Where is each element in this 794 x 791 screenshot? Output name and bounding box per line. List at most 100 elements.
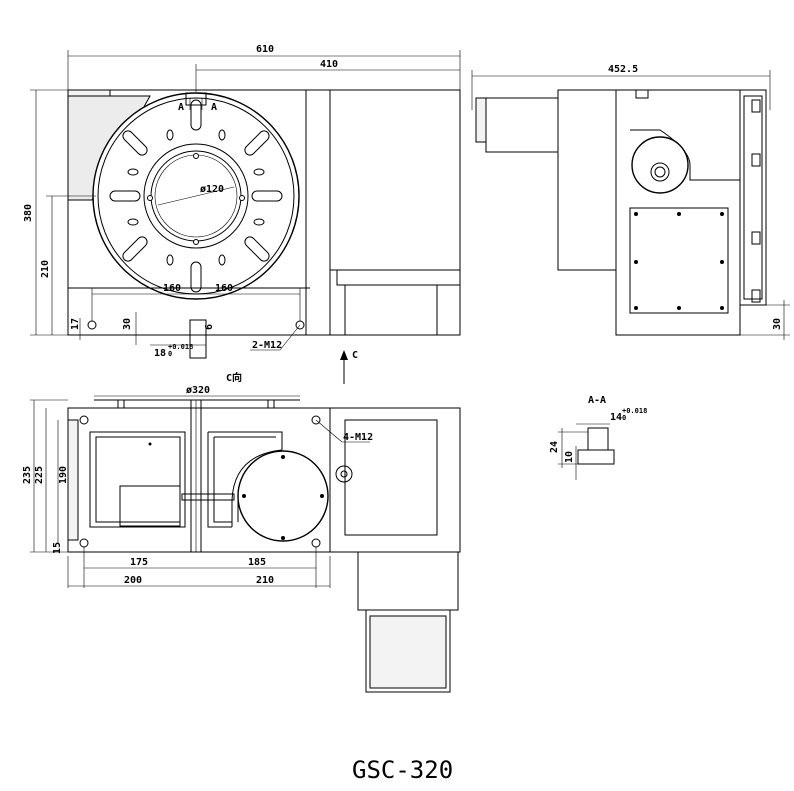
side-cover-plate bbox=[629, 207, 729, 314]
worm-shaft-inner bbox=[654, 166, 666, 178]
dim-6: 6 bbox=[204, 324, 215, 330]
dim-410: 410 bbox=[320, 59, 338, 70]
screw bbox=[677, 306, 681, 310]
dim-320: ø320 bbox=[186, 385, 210, 396]
dim-18: 18 bbox=[154, 348, 166, 359]
table-tab bbox=[117, 399, 125, 409]
hole bbox=[218, 254, 226, 266]
leader-4m12 bbox=[315, 419, 343, 443]
front-view: ø120 bbox=[23, 44, 461, 359]
dim-18-tol-zero: 0 bbox=[168, 350, 172, 358]
dim-10: 10 bbox=[564, 451, 575, 463]
section-aa: A-A 14 +0.018 0 24 10 bbox=[549, 395, 647, 480]
inner-frame-right bbox=[207, 431, 283, 528]
section-aa-key: 14 bbox=[610, 412, 622, 423]
dim-210: 210 bbox=[256, 575, 274, 586]
mount-hole bbox=[311, 538, 321, 548]
t-slot-left bbox=[109, 190, 141, 202]
hole bbox=[147, 195, 153, 201]
dim-190: 190 bbox=[58, 466, 69, 484]
mount-hole bbox=[79, 415, 89, 425]
view-c: C向 ø320 bbox=[22, 371, 461, 693]
worm-gear bbox=[631, 136, 689, 194]
dim-610: 610 bbox=[256, 44, 274, 55]
arrow-c-label: C bbox=[352, 350, 358, 361]
screw bbox=[320, 494, 324, 498]
arrow-head bbox=[340, 350, 348, 360]
small-boss-inner bbox=[340, 470, 348, 478]
small-boss bbox=[335, 465, 353, 483]
bottom-key bbox=[189, 319, 207, 359]
bore-dia-label: ø120 bbox=[200, 184, 224, 195]
hole bbox=[218, 129, 226, 141]
front-top-lip bbox=[67, 89, 111, 97]
screw bbox=[720, 306, 724, 310]
side-top-knob bbox=[635, 89, 649, 99]
inner-pocket bbox=[119, 485, 181, 527]
faceplate-tab bbox=[751, 231, 761, 245]
hole bbox=[193, 153, 199, 159]
t-slot-right bbox=[251, 190, 283, 202]
section-mark-a-right: A bbox=[211, 102, 217, 113]
inner-frame-left bbox=[89, 431, 186, 528]
hole bbox=[253, 218, 265, 226]
screw bbox=[720, 212, 724, 216]
screw bbox=[281, 536, 285, 540]
side-faceplate bbox=[739, 89, 767, 306]
inner-frame-curve bbox=[231, 449, 283, 527]
side-faceplate-inner bbox=[743, 95, 763, 300]
bore-diameter-line bbox=[157, 186, 235, 206]
table-tab bbox=[267, 399, 275, 409]
t-slot-bottom-right bbox=[244, 236, 270, 262]
model-title: GSC-320 bbox=[352, 756, 453, 784]
view-c-cover-circle bbox=[237, 450, 329, 542]
screw bbox=[148, 442, 152, 446]
thread-2m12: 2-M12 bbox=[252, 340, 282, 351]
top-key bbox=[185, 92, 207, 106]
section-aa-key-tol: +0.018 bbox=[622, 407, 647, 415]
dim-18-tol: +0.018 bbox=[168, 343, 193, 351]
view-c-arrow: C bbox=[340, 350, 358, 384]
dim-24: 24 bbox=[549, 441, 560, 453]
t-slot-bottom bbox=[190, 261, 202, 293]
screw bbox=[720, 260, 724, 264]
inner-bar bbox=[181, 493, 235, 501]
motor-cap bbox=[475, 97, 487, 143]
worm-shaft bbox=[650, 162, 670, 182]
inner-frame-left-inner bbox=[95, 436, 181, 523]
dim-210: 210 bbox=[40, 260, 51, 278]
side-housing-left bbox=[557, 89, 617, 271]
side-view: 452.5 30 bbox=[471, 64, 790, 340]
view-c-label: C向 bbox=[226, 371, 242, 384]
hole bbox=[239, 195, 245, 201]
section-mark-a-left: A bbox=[178, 102, 184, 113]
inner-frame-right-inner bbox=[213, 436, 276, 523]
screw bbox=[281, 455, 285, 459]
t-slots bbox=[109, 99, 283, 293]
dim-235: 235 bbox=[22, 466, 33, 484]
screw bbox=[677, 212, 681, 216]
faceplate-tab bbox=[751, 289, 761, 303]
motor-body bbox=[485, 97, 559, 153]
dim-160-right: 160 bbox=[215, 283, 233, 294]
hole bbox=[166, 129, 174, 141]
section-aa-key-tol-zero: 0 bbox=[622, 414, 626, 422]
t-slot-bottom-left bbox=[122, 236, 148, 262]
dim-30: 30 bbox=[122, 318, 133, 330]
view-c-left-shade bbox=[67, 419, 79, 541]
dim-185: 185 bbox=[248, 557, 266, 568]
mount-hole bbox=[79, 538, 89, 548]
section-aa-label: A-A bbox=[588, 395, 606, 406]
mount-hole-left bbox=[87, 320, 97, 330]
screw bbox=[634, 306, 638, 310]
dim-30-side: 30 bbox=[772, 318, 783, 330]
front-separator bbox=[305, 89, 331, 336]
faceplate-tab bbox=[751, 153, 761, 167]
front-motor-step bbox=[336, 269, 461, 286]
hole bbox=[127, 218, 139, 226]
leader-2m12 bbox=[279, 324, 301, 351]
t-slot-top-left bbox=[122, 130, 148, 156]
dim-17: 17 bbox=[70, 318, 81, 330]
t-slot-top-right bbox=[244, 130, 270, 156]
